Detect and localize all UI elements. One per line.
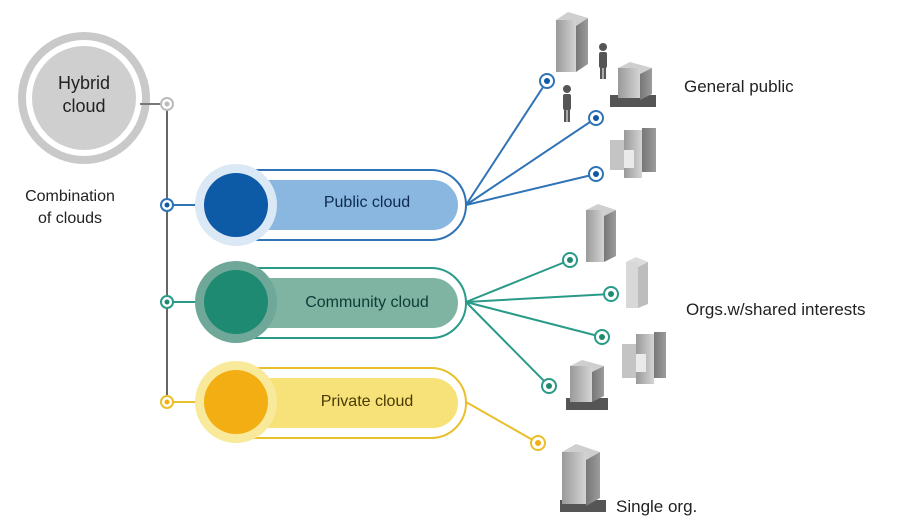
hybrid-cloud-node <box>18 32 150 164</box>
community-fanout-lines <box>465 259 612 387</box>
building-icon <box>560 444 606 512</box>
hybrid-cloud-label: Hybrid cloud <box>44 72 124 118</box>
hybrid-cloud-label-line2: cloud <box>62 96 106 116</box>
building-icon <box>586 204 616 262</box>
single-org-label: Single org. <box>616 497 698 516</box>
combination-label-line2: of clouds <box>37 210 103 227</box>
private-fanout-line <box>465 401 539 444</box>
person-icon <box>599 43 607 79</box>
public-fanout-lines <box>465 80 597 206</box>
general-public-label: General public <box>684 77 794 96</box>
private-cloud-label: Private cloud <box>320 393 414 410</box>
office-complex-icon <box>610 128 656 178</box>
building-icon <box>566 360 608 410</box>
community-end-nodes <box>541 252 619 394</box>
person-icon <box>563 85 571 122</box>
bus-node-hybrid <box>160 97 174 111</box>
community-cloud-label: Community cloud <box>305 294 429 311</box>
combination-label-line1: Combination <box>25 188 115 205</box>
building-icon <box>626 257 648 308</box>
building-icon <box>610 62 656 107</box>
public-cloud-pill <box>195 164 467 246</box>
office-complex-icon <box>622 332 666 384</box>
public-end-nodes <box>539 73 604 182</box>
combination-label: Combination of clouds <box>14 186 126 230</box>
building-icon <box>556 12 588 72</box>
shared-interests-label: Orgs.w/shared interests <box>686 300 866 319</box>
hybrid-cloud-label-line1: Hybrid <box>57 73 110 93</box>
bus-node-private <box>160 395 205 409</box>
public-cloud-label: Public cloud <box>323 194 411 211</box>
private-end-node <box>530 435 546 451</box>
